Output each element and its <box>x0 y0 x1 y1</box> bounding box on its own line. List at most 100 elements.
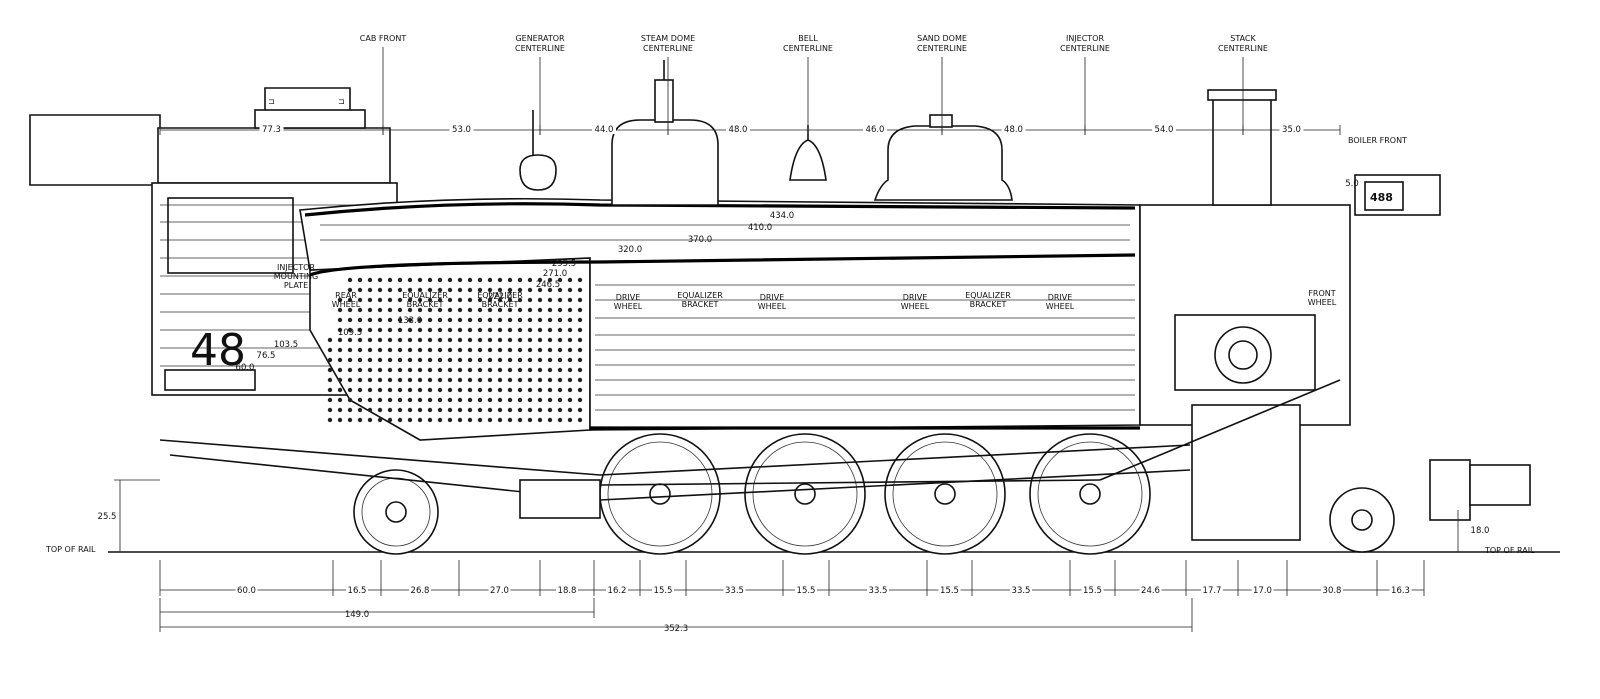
drive-wheel-label: DRIVE <box>760 293 785 302</box>
dimension-label-bg <box>606 585 628 595</box>
equalizer-bracket-label: BRACKET <box>970 300 1007 309</box>
dimension-label-bg <box>346 585 368 595</box>
equalizer-bracket-label: EQUALIZER <box>402 291 448 300</box>
drive-wheel-label: DRIVE <box>616 293 641 302</box>
dimension-label-bg <box>723 585 746 595</box>
injector-mounting-label: MOUNTING <box>274 272 318 281</box>
internal-dimension-value: 320.0 <box>618 245 642 255</box>
internal-dimension-value: 222.0 <box>488 292 512 302</box>
bottom-dimension-value: 60.0 <box>237 586 256 596</box>
overall-dimension-value: 149.0 <box>345 610 369 620</box>
wheel <box>1029 433 1151 555</box>
dimension-label-bg <box>556 585 578 595</box>
callout-steam-dome-label: CENTERLINE <box>643 44 693 53</box>
dimension-label-bg <box>726 124 750 134</box>
callout-cab-front-label: CAB FRONT <box>360 34 407 43</box>
wheel-hub <box>1079 483 1101 505</box>
callout-injector-label: INJECTOR <box>1066 34 1105 43</box>
dimension-label-bg <box>1010 585 1032 595</box>
internal-dimension-value: 103.5 <box>274 340 298 350</box>
top-dimension-value: 48.0 <box>1004 125 1023 135</box>
top-dimension-value: 54.0 <box>1155 125 1174 135</box>
height-left-value: 25.5 <box>98 512 117 522</box>
injector-mounting-label: PLATE <box>284 281 308 290</box>
callout-stack-label: CENTERLINE <box>1218 44 1268 53</box>
pilot-wheel-hub <box>1351 509 1373 531</box>
bottom-dimension-value: 15.5 <box>797 586 816 596</box>
drive-wheel-label: DRIVE <box>1048 293 1073 302</box>
front-wheel-label: WHEEL <box>1308 298 1337 307</box>
pilot-wheel <box>1329 487 1395 553</box>
frame-and-rods <box>159 379 1531 521</box>
callout-bell-label: CENTERLINE <box>783 44 833 53</box>
dimension-label-bg <box>863 124 887 134</box>
drive-wheel-label: WHEEL <box>614 302 643 311</box>
boiler-front-offset-value: 5.0 <box>1345 179 1359 189</box>
part-labels: INJECTORMOUNTINGPLATEREARWHEELEQUALIZERB… <box>274 263 1337 311</box>
dimension-label-bg <box>592 124 616 134</box>
callout-sand-dome-label: CENTERLINE <box>917 44 967 53</box>
dimension-label-bg <box>1279 124 1304 134</box>
bottom-dimension-value: 30.8 <box>1323 586 1342 596</box>
bottom-dimension-value: 16.5 <box>348 586 367 596</box>
wheel <box>744 433 866 555</box>
rear-wheel-label: REAR <box>335 291 357 300</box>
wheel-hub <box>385 501 407 523</box>
bottom-dimension-value: 33.5 <box>1012 586 1031 596</box>
dimension-label-bg <box>235 585 258 595</box>
dimension-label-bg <box>1081 585 1104 595</box>
firebox <box>309 257 591 441</box>
equalizer-bracket-label: EQUALIZER <box>965 291 1011 300</box>
drive-wheel-label: WHEEL <box>758 302 787 311</box>
internal-dimension-value: 295.5 <box>552 259 576 269</box>
drive-wheel-label: WHEEL <box>901 302 930 311</box>
bottom-dimension-value: 27.0 <box>490 586 509 596</box>
bottom-dimension-value: 33.5 <box>869 586 888 596</box>
dimension-label-bg <box>1321 585 1343 595</box>
rear-wheel-label: WHEEL <box>332 300 361 309</box>
wheel-rim <box>1037 441 1143 547</box>
wheel-rim <box>892 441 998 547</box>
bottom-dimension-value: 15.5 <box>1083 586 1102 596</box>
internal-dimension-value: 246.5 <box>536 280 560 290</box>
equalizer-bracket-label: BRACKET <box>482 300 519 309</box>
bottom-dimension-value: 17.7 <box>1203 586 1222 596</box>
bottom-dimension-value: 26.8 <box>411 586 430 596</box>
top-dimension-value: 44.0 <box>595 125 614 135</box>
internal-dimension-value: 370.0 <box>688 235 712 245</box>
tender-deck: ⊐⊐ <box>29 87 391 186</box>
wheel <box>353 469 439 555</box>
boiler <box>299 197 1141 431</box>
sand-dome <box>873 114 1013 201</box>
internal-dimension-value: 410.0 <box>748 223 772 233</box>
wheel-rim <box>752 441 858 547</box>
top-dimension-value: 53.0 <box>452 125 471 135</box>
top-dimension-value: 46.0 <box>866 125 885 135</box>
number-plate: 488 <box>1370 191 1393 204</box>
dimension-label-bg <box>449 124 474 134</box>
top-dimension-value: 35.0 <box>1282 125 1301 135</box>
internal-dimension-value: 271.0 <box>543 269 567 279</box>
callout-sand-dome-label: SAND DOME <box>917 34 967 43</box>
bottom-dimension-value: 15.5 <box>654 586 673 596</box>
callout-generator-label: CENTERLINE <box>515 44 565 53</box>
dimension-label-bg <box>652 585 674 595</box>
steam-dome <box>611 60 719 206</box>
wheel <box>599 433 721 555</box>
dimension-label-bg <box>867 585 889 595</box>
internal-dimension-value: 434.0 <box>770 211 794 221</box>
headlight: 488 <box>1354 174 1441 216</box>
equalizer-bracket-label: EQUALIZER <box>477 291 523 300</box>
callout-bell-label: BELL <box>798 34 818 43</box>
top-dimension-value: 77.3 <box>262 125 281 135</box>
equalizer-bracket-label: BRACKET <box>682 300 719 309</box>
dimension-label-bg <box>259 124 284 134</box>
overall-dimension-value: 352.3 <box>664 624 688 634</box>
dimension-label-bg <box>1001 124 1026 134</box>
dimension-label-bg <box>1139 585 1162 595</box>
equalizer-bracket-label: BRACKET <box>407 300 444 309</box>
dimension-label-bg <box>938 585 961 595</box>
